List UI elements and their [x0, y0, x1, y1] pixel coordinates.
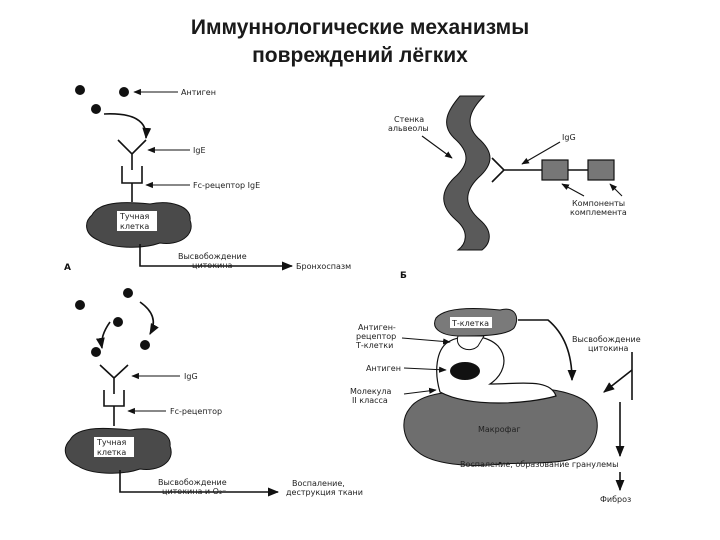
binding-arrow: [103, 113, 152, 140]
panel-a: Антиген IgE Fc-рецептор IgE Тучная клетк…: [64, 85, 351, 273]
antigen-label: Антиген: [181, 88, 216, 97]
antigen-particle: [75, 85, 85, 95]
antigen-particle: [91, 104, 101, 114]
slide-title-line-1: Иммуннологические механизмы: [190, 16, 530, 39]
receptor-label-3: Т-клетки: [355, 341, 393, 350]
receptor-label-2: рецептор: [356, 332, 396, 341]
outcome-label-1: Воспаление,: [292, 479, 345, 488]
fc-receptor-label: Fc-рецептор: [170, 407, 222, 416]
inflammation-label: Воспаление, образование гранулемы: [460, 460, 618, 469]
mast-cell-label-1: Тучная: [119, 212, 149, 221]
complement-label-2: комплемента: [570, 208, 627, 217]
slide-title-line-2: повреждений лёгких: [252, 44, 468, 67]
mast-cell-label-box: [94, 437, 134, 457]
release-label-2: цитокина: [192, 261, 232, 270]
antigen-label: Антиген: [366, 364, 401, 373]
wall-pointer-arrow: [421, 135, 453, 159]
t-cell-label: Т-клетка: [451, 319, 489, 328]
release-label-1: Высвобождение: [158, 478, 227, 487]
molecule-label-1: Молекула: [350, 387, 392, 396]
complement-pointer-arrow: [561, 183, 585, 197]
panel-d: Макрофаг Т-клетка Антиген- рецептор Т-кл…: [350, 308, 641, 504]
release-label-2: цитокина и O₂⁻: [162, 487, 226, 496]
wall-label-1: Стенка: [394, 115, 424, 124]
cytokine-release-arrow: [139, 244, 294, 271]
mast-cell-label-2: клетка: [120, 222, 149, 231]
panel-a-letter: А: [64, 263, 71, 273]
cytokine-release-arrow: [119, 470, 280, 497]
antigen-shape: [450, 362, 480, 380]
antigen-pointer-arrow: [403, 366, 447, 373]
molecule-label-2: II класса: [352, 396, 388, 405]
mast-cell-label-box: [117, 211, 157, 231]
antigen-particle: [119, 87, 129, 97]
mast-cell-label-2: клетка: [97, 448, 126, 457]
fc-receptor-icon: [103, 390, 125, 426]
igg-antibody-icon: [491, 157, 542, 183]
complement-pointer-arrow: [609, 183, 623, 197]
antigen-particle: [75, 300, 85, 310]
wall-label-2: альвеолы: [388, 124, 429, 133]
molecule-pointer-arrow: [403, 387, 437, 395]
antigen-particle: [140, 340, 150, 350]
release-label-1: Высвобождение: [178, 252, 247, 261]
ige-antibody-icon: [117, 139, 147, 170]
igg-label: IgG: [184, 372, 198, 381]
fc-receptor-icon: [121, 166, 143, 202]
release-label-1: Высвобождение: [572, 335, 641, 344]
slide-title: Иммуннологические механизмы повреждений …: [0, 14, 720, 70]
alveolar-wall-shape: [443, 95, 491, 251]
t-cell-receptor-shape: [456, 335, 485, 351]
mast-cell-label-1: Тучная: [96, 438, 126, 447]
antigen-particle: [113, 317, 123, 327]
complement-label-1: Компоненты: [572, 199, 625, 208]
binding-arrow: [139, 301, 159, 335]
outcome-label: Бронхоспазм: [296, 262, 351, 271]
fibrosis-label: Фиброз: [600, 495, 631, 504]
panel-b: Стенка альвеолы IgG Компоненты комплемен…: [388, 95, 627, 281]
igg-antibody-icon: [99, 364, 129, 394]
ige-label: IgE: [193, 146, 206, 155]
antigen-particle: [91, 347, 101, 357]
panel-b-letter: Б: [400, 271, 407, 281]
cytokine-release-arrow: [518, 319, 577, 382]
igg-label: IgG: [562, 133, 576, 142]
igg-pointer-arrow: [521, 141, 561, 165]
panel-c: IgG Fc-рецептор Тучная клетка Высвобожде…: [64, 288, 363, 497]
outcome-label-2: деструкция ткани: [286, 488, 363, 497]
complement-box: [541, 159, 569, 181]
antigen-particle: [123, 288, 133, 298]
binding-arrow: [95, 321, 111, 350]
t-cell-label-box: [450, 317, 492, 328]
macrophage-label: Макрофаг: [478, 425, 521, 434]
cytokine-to-macrophage-arrow: [603, 369, 633, 393]
fc-receptor-label: Fc-рецептор IgE: [193, 181, 260, 190]
complement-box: [587, 159, 615, 181]
receptor-label-1: Антиген-: [358, 323, 396, 332]
receptor-pointer-arrow: [401, 337, 451, 345]
release-label-2: цитокина: [588, 344, 628, 353]
